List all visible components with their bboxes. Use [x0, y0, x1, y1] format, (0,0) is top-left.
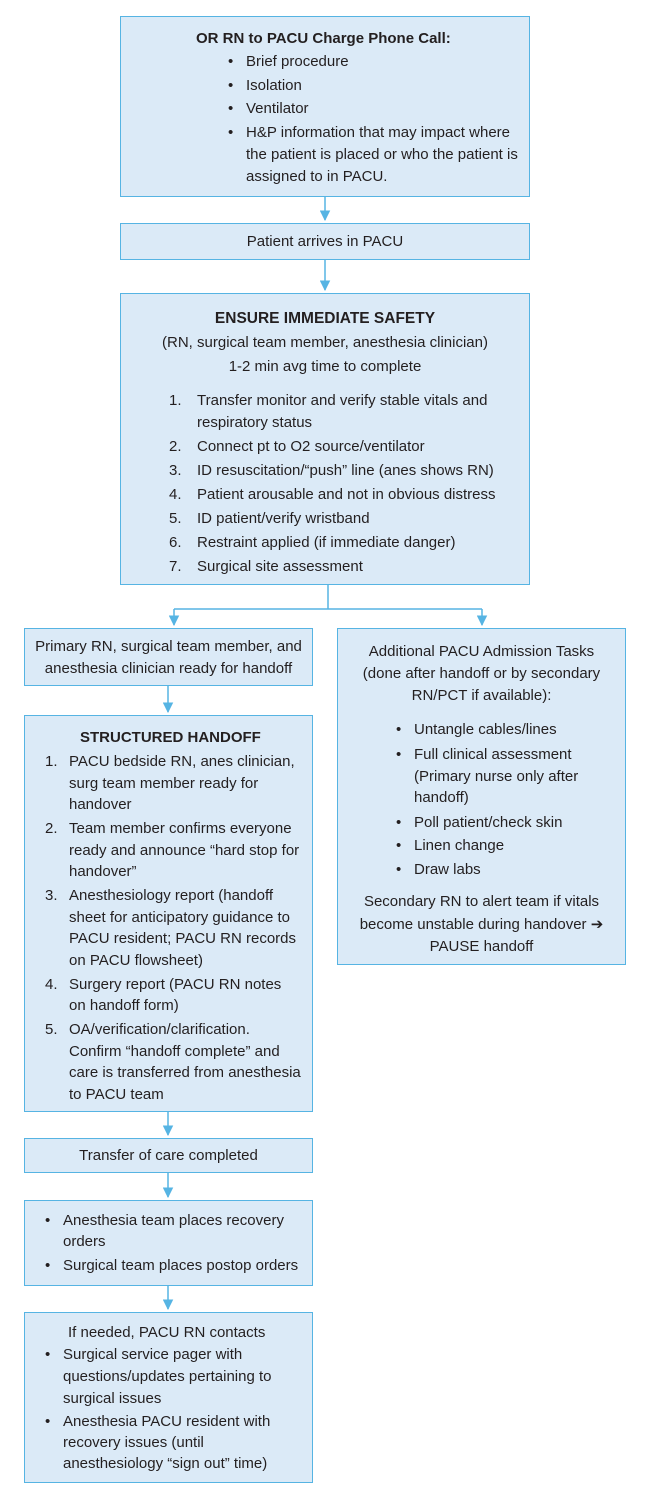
step-text: Connect pt to O2 source/ventilator: [197, 438, 425, 455]
ready-box: Primary RN, surgical team member, and an…: [24, 628, 313, 686]
step-text: Anesthesiology report (handoff sheet for…: [69, 887, 297, 969]
safety-steps: 1. Transfer monitor and verify stable vit…: [169, 390, 515, 579]
step-number: 7.: [169, 558, 182, 575]
list-item: 5. ID patient/verify wristband: [169, 507, 515, 531]
step-text: Surgery report (PACU RN notes on handoff…: [69, 975, 282, 1015]
list-item: 4. Patient arousable and not in obvious d…: [169, 483, 515, 507]
phone-call-box: OR RN to PACU Charge Phone Call: Brief p…: [120, 16, 530, 197]
list-item: Surgical team places postop orders: [43, 1255, 306, 1276]
step-text: PACU bedside RN, anes clinician, surg te…: [69, 753, 295, 813]
list-item: 5. OA/verification/clarification. Confirm…: [45, 1019, 302, 1105]
additional-note-end: PAUSE handoff: [429, 938, 534, 955]
additional-list: Untangle cables/lines Full clinical asse…: [394, 719, 605, 881]
list-item: 3. Anesthesiology report (handoff sheet f…: [45, 885, 302, 971]
step-text: Transfer monitor and verify stable vital…: [197, 392, 488, 431]
additional-note-text: Secondary RN to alert team if vitals bec…: [359, 893, 600, 933]
safety-time: 1-2 min avg time to complete: [228, 358, 422, 375]
list-item: 1. PACU bedside RN, anes clinician, surg …: [45, 751, 302, 816]
list-item: Anesthesia PACU resident with recovery i…: [43, 1411, 304, 1474]
additional-tasks-box: Additional PACU Admission Tasks (done af…: [337, 628, 626, 965]
step-number: 1.: [45, 753, 58, 770]
step-number: 4.: [45, 975, 58, 993]
arrival-text: Patient arrives in PACU: [246, 233, 404, 250]
list-item: 2. Team member confirms everyone ready an…: [45, 818, 302, 883]
contacts-title: If needed, PACU RN contacts: [68, 1324, 266, 1341]
list-item: Untangle cables/lines: [394, 719, 605, 740]
list-item: 1. Transfer monitor and verify stable vit…: [169, 390, 515, 433]
step-number: 3.: [169, 462, 182, 479]
handoff-steps: 1. PACU bedside RN, anes clinician, surg …: [45, 751, 302, 1105]
list-item: Draw labs: [394, 858, 605, 882]
right-arrow-icon: ➔: [590, 915, 604, 933]
step-number: 5.: [45, 1021, 58, 1038]
arrival-box: Patient arrives in PACU: [120, 223, 530, 260]
phone-call-list: Brief procedure Isolation Ventilator H&P…: [196, 50, 519, 188]
step-number: 2.: [45, 820, 58, 837]
step-number: 3.: [45, 887, 58, 904]
ready-text: Primary RN, surgical team member, and an…: [35, 638, 302, 677]
step-text: OA/verification/clarification. Confirm “…: [69, 1021, 301, 1103]
handoff-title: STRUCTURED HANDOFF: [80, 729, 261, 746]
list-item: Full clinical assessment (Primary nurse …: [394, 744, 605, 809]
contacts-box: If needed, PACU RN contacts Surgical ser…: [24, 1312, 313, 1483]
list-item: Brief procedure: [226, 50, 519, 74]
transfer-text: Transfer of care completed: [79, 1147, 258, 1164]
list-item: 6. Restraint applied (if immediate danger…: [169, 531, 515, 555]
list-item: H&P information that may impact where th…: [226, 122, 519, 188]
safety-subtitle: (RN, surgical team member, anesthesia cl…: [162, 334, 488, 351]
step-text: Team member confirms everyone ready and …: [69, 820, 300, 880]
additional-note: Secondary RN to alert team if vitals bec…: [358, 891, 605, 958]
step-number: 1.: [169, 392, 182, 409]
step-number: 6.: [169, 534, 182, 551]
list-item: 2. Connect pt to O2 source/ventilator: [169, 435, 515, 459]
step-text: Surgical site assessment: [197, 558, 363, 575]
list-item: 7. Surgical site assessment: [169, 555, 515, 579]
list-item: Linen change: [394, 834, 605, 858]
safety-title: ENSURE IMMEDIATE SAFETY: [214, 310, 436, 327]
step-number: 2.: [169, 438, 182, 455]
phone-call-title: OR RN to PACU Charge Phone Call:: [196, 30, 451, 47]
list-item: Isolation: [226, 74, 519, 98]
step-number: 5.: [169, 510, 182, 527]
list-item: 3. ID resuscitation/“push” line (anes sho…: [169, 459, 515, 483]
additional-title: Additional PACU Admission Tasks (done af…: [362, 643, 601, 704]
safety-box: ENSURE IMMEDIATE SAFETY (RN, surgical te…: [120, 293, 530, 585]
list-item: Ventilator: [226, 97, 519, 121]
transfer-box: Transfer of care completed: [24, 1138, 313, 1173]
list-item: Surgical service pager with questions/up…: [43, 1344, 304, 1410]
list-item: Poll patient/check skin: [394, 811, 605, 835]
step-text: ID resuscitation/“push” line (anes shows…: [197, 462, 494, 479]
step-text: ID patient/verify wristband: [197, 510, 370, 527]
structured-handoff-box: STRUCTURED HANDOFF 1. PACU bedside RN, an…: [24, 715, 313, 1112]
contacts-list: Surgical service pager with questions/up…: [43, 1344, 304, 1474]
step-number: 4.: [169, 486, 182, 503]
step-text: Patient arousable and not in obvious dis…: [197, 486, 496, 503]
list-item: Anesthesia team places recovery orders: [43, 1210, 306, 1252]
step-text: Restraint applied (if immediate danger): [197, 534, 456, 551]
list-item: 4. Surgery report (PACU RN notes on hando…: [45, 974, 302, 1017]
orders-list: Anesthesia team places recovery orders S…: [43, 1210, 306, 1276]
orders-box: Anesthesia team places recovery orders S…: [24, 1200, 313, 1286]
